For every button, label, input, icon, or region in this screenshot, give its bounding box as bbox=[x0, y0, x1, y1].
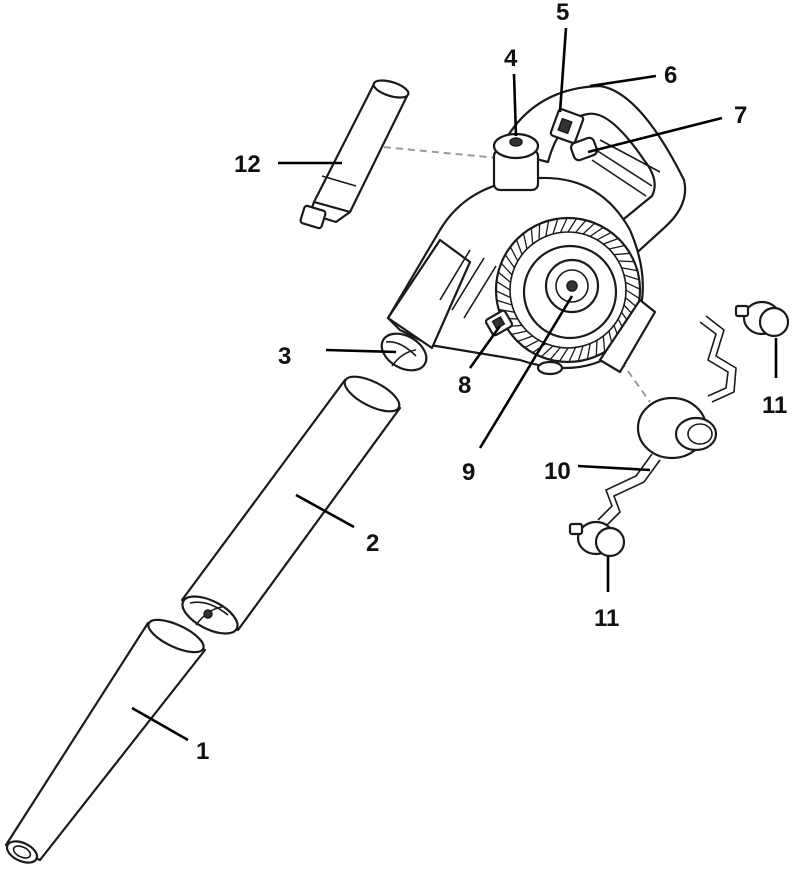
fan-fin bbox=[595, 340, 598, 357]
fan-fin bbox=[602, 335, 606, 353]
part-2-blower-tube bbox=[180, 375, 402, 635]
part-10-inflation-adapter bbox=[597, 315, 737, 527]
fan-fin bbox=[538, 223, 541, 240]
leader-4 bbox=[512, 73, 518, 137]
callout-4: 4 bbox=[504, 45, 518, 72]
leader-7 bbox=[587, 116, 723, 154]
fan-fin bbox=[558, 347, 569, 362]
leader-9 bbox=[478, 295, 574, 449]
fan-fin bbox=[540, 345, 554, 358]
callout-11-lower: 11 bbox=[594, 605, 619, 632]
fan-fin bbox=[511, 330, 528, 336]
callout-1: 1 bbox=[196, 738, 209, 765]
callout-3: 3 bbox=[278, 343, 291, 370]
callout-7: 7 bbox=[734, 102, 747, 129]
part-5-speed-switch bbox=[549, 108, 585, 144]
part-8-lock-button bbox=[484, 309, 514, 337]
callout-12: 12 bbox=[234, 151, 261, 178]
fan-fin bbox=[504, 254, 515, 269]
fan-fin bbox=[618, 260, 635, 263]
fan-fin bbox=[589, 226, 604, 237]
fan-fin bbox=[577, 345, 584, 362]
fan-fin bbox=[509, 246, 519, 262]
fan-fin bbox=[625, 281, 641, 290]
fan-fin bbox=[575, 219, 587, 233]
fan-fin bbox=[596, 231, 612, 241]
fan-fin bbox=[545, 220, 550, 237]
fan-fin bbox=[515, 239, 523, 255]
callout-11-upper: 11 bbox=[762, 392, 787, 419]
fan-fin bbox=[496, 299, 513, 306]
fan-fin bbox=[567, 218, 578, 233]
leader-10 bbox=[577, 464, 651, 472]
fan-fin bbox=[608, 244, 625, 250]
fan-fin bbox=[623, 274, 640, 281]
fan-fin bbox=[568, 347, 577, 363]
fan-fin bbox=[582, 222, 596, 235]
fan-fin bbox=[586, 343, 591, 360]
fan-fin bbox=[549, 347, 561, 361]
fan-fin bbox=[559, 217, 568, 233]
part-3-outlet-nozzle bbox=[380, 238, 472, 372]
fan-fin bbox=[603, 237, 619, 245]
fan-fin bbox=[497, 271, 511, 283]
part-11-nozzle-upper bbox=[734, 300, 790, 338]
callout-6: 6 bbox=[664, 62, 677, 89]
part-7-trigger bbox=[569, 136, 599, 162]
fan-fin bbox=[621, 267, 638, 272]
leader-6 bbox=[589, 74, 657, 88]
leader-2 bbox=[295, 493, 355, 529]
leader-3 bbox=[325, 348, 397, 354]
fan-fin bbox=[495, 290, 511, 299]
callout-5: 5 bbox=[556, 0, 569, 26]
callout-10: 10 bbox=[544, 458, 571, 485]
fan-fin bbox=[498, 308, 515, 313]
part-4-top-knob bbox=[492, 132, 540, 160]
fan-fin bbox=[625, 289, 640, 300]
fan-fin bbox=[517, 335, 533, 343]
fan-fin bbox=[496, 280, 511, 291]
blower-body bbox=[380, 84, 687, 376]
fan-fin bbox=[524, 339, 540, 349]
leader-5 bbox=[558, 27, 568, 113]
callout-9: 9 bbox=[462, 459, 475, 486]
fan-fin bbox=[530, 227, 534, 245]
fan-fin bbox=[522, 233, 528, 250]
fan-fin bbox=[552, 218, 559, 235]
fan-fin bbox=[500, 262, 513, 276]
callout-2: 2 bbox=[366, 530, 379, 557]
leader-1 bbox=[131, 706, 189, 742]
part-1-tapered-nozzle bbox=[4, 618, 207, 864]
leader-8 bbox=[468, 325, 502, 369]
callout-8: 8 bbox=[458, 372, 471, 399]
fan-fin bbox=[613, 252, 631, 256]
part-11-nozzle-lower bbox=[568, 520, 626, 558]
guide-line-battery bbox=[371, 145, 499, 159]
part-12-battery bbox=[299, 79, 410, 230]
